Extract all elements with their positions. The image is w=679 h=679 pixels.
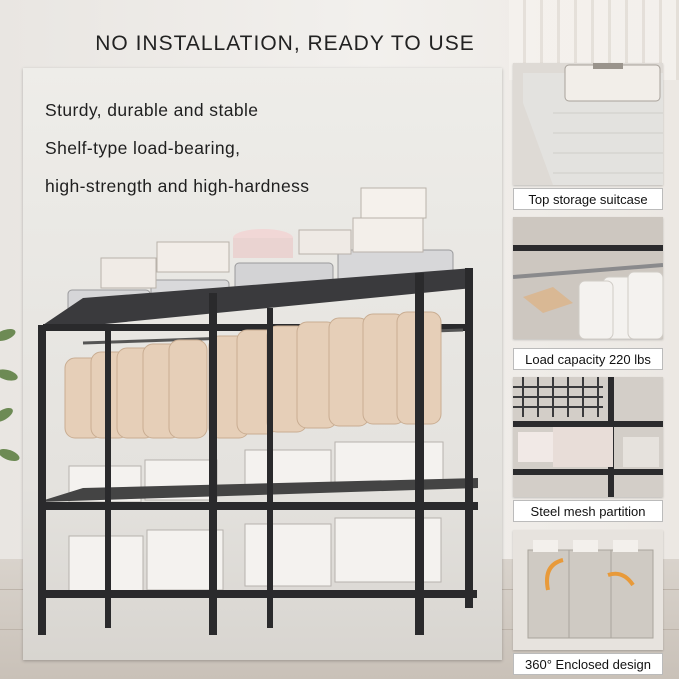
main-product-panel: Sturdy, durable and stable Shelf-type lo… — [23, 68, 502, 660]
thumb-label-top-storage: Top storage suitcase — [513, 188, 663, 210]
plant-decoration — [0, 326, 22, 500]
thumb-steel-mesh — [513, 377, 663, 497]
thumb-label-enclosed: 360° Enclosed design — [513, 653, 663, 675]
thumb-enclosed-design — [513, 530, 663, 650]
thumb-top-storage — [513, 63, 663, 185]
shelf-rack-illustration — [38, 187, 478, 635]
feature-line-1: Sturdy, durable and stable — [45, 100, 259, 120]
feature-line-2: Shelf-type load-bearing, — [45, 138, 241, 158]
thumb-label-steel-mesh: Steel mesh partition — [513, 500, 663, 522]
thumb-label-load-capacity: Load capacity 220 lbs — [513, 348, 663, 370]
feature-line-3: high-strength and high-hardness — [45, 176, 310, 196]
thumb-load-capacity — [513, 217, 663, 339]
headline: NO INSTALLATION, READY TO USE — [95, 32, 475, 55]
